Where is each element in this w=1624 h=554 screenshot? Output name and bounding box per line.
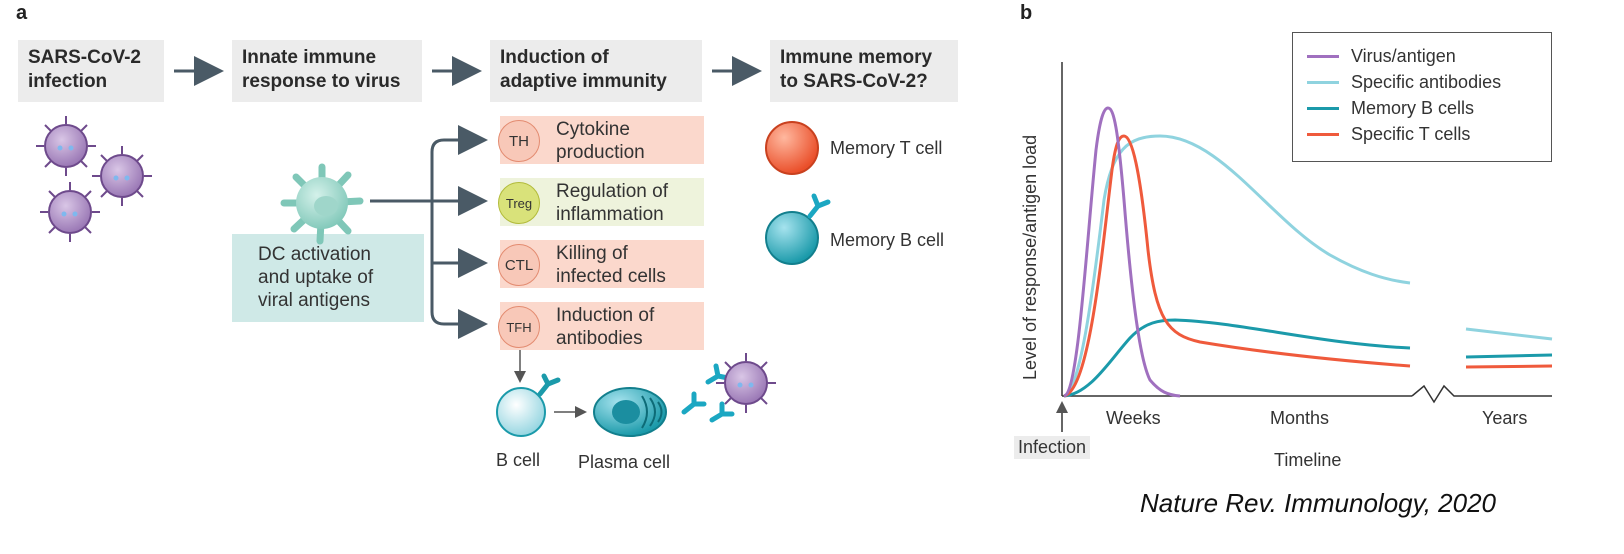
b-cell-icon [496,373,561,437]
stage-infection: SARS-CoV-2 infection [18,40,164,102]
tfh-label: TFH [506,319,532,335]
legend-swatch-virus [1307,54,1339,58]
legend-item-t-cells: Specific T cells [1307,121,1470,147]
stage-adaptive: Induction of adaptive immunity [490,40,702,102]
chart-legend: Virus/antigen Specific antibodies Memory… [1292,32,1552,162]
legend-label-virus: Virus/antigen [1351,45,1456,66]
x-tick-years: Years [1482,408,1528,428]
branch-arrows [370,125,488,339]
plasma-cell-label: Plasma cell [578,452,671,472]
timeline-chart [1056,62,1553,432]
treg-cell-badge: Treg [498,182,540,224]
stage-memory: Immune memory to SARS-CoV-2? [770,40,958,102]
ctl-label: CTL [504,256,534,274]
series-memory-b-cells-late [1465,353,1553,359]
legend-item-antibodies: Specific antibodies [1307,69,1501,95]
x-tick-months: Months [1270,408,1330,428]
neutralized-virus-icon [716,353,776,413]
th-label: TH [509,132,529,150]
th-cell-badge: TH [498,120,540,162]
stage-innate: Innate immune response to virus [232,40,422,102]
series-memory-b-cells [1063,318,1411,398]
tfh-cell-badge: TFH [498,306,540,348]
panel-b-label: b [1020,2,1033,24]
treg-label: Treg [505,195,533,211]
plasma-cell-icon [593,387,667,437]
series-specific-antibodies-late [1465,327,1553,341]
b-cell-label: B cell [496,450,541,470]
memory-b-cell-label: Memory B cell [830,230,945,250]
legend-item-virus: Virus/antigen [1307,43,1456,69]
dendritic-cell-icon [280,163,364,245]
series-virus-antigen [1063,106,1181,398]
x-axis-break [1411,384,1552,404]
legend-label-memory-b: Memory B cells [1351,97,1475,118]
memory-t-cell-label: Memory T cell [830,138,943,158]
series-specific-antibodies [1063,134,1411,398]
x-tick-weeks: Weeks [1106,408,1161,428]
panel-a-diagram [36,56,831,437]
memory-b-cell-icon [765,193,831,265]
legend-label-t-cells: Specific T cells [1351,123,1471,144]
legend-swatch-antibodies [1307,80,1339,84]
legend-swatch-t-cells [1307,132,1339,136]
legend-swatch-memory-b [1307,106,1339,110]
infection-label: Infection [1014,436,1091,459]
x-axis-label: Timeline [1274,450,1342,470]
series-specific-t-cells [1063,134,1411,398]
series-specific-t-cells-late [1465,364,1553,369]
antibody-icon [681,363,735,423]
virus-icon [36,116,152,242]
dc-activation-box: DC activation and uptake of viral antige… [232,234,424,322]
memory-t-cell-icon [765,121,819,175]
source-credit: Nature Rev. Immunology, 2020 [1140,488,1496,518]
ctl-cell-badge: CTL [498,244,540,286]
panel-a-label: a [16,2,28,24]
legend-label-antibodies: Specific antibodies [1351,71,1502,92]
function-regulation: Regulation of inflammation [500,178,704,226]
legend-item-memory-b: Memory B cells [1307,95,1474,121]
